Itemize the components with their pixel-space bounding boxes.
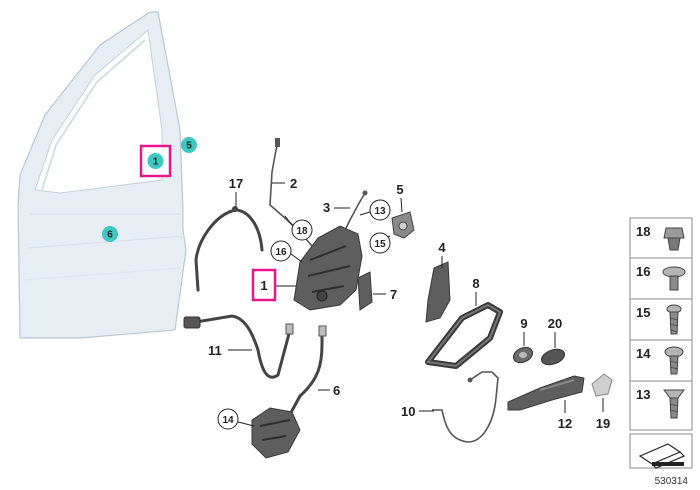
callout-18[interactable]: 18	[284, 215, 313, 241]
callout-14-text: 14	[222, 415, 234, 426]
part-3-rod[interactable]	[345, 190, 368, 229]
door-label-1[interactable]: 1	[139, 144, 172, 178]
clip-nut-icon	[663, 227, 685, 251]
part-lower-actuator[interactable]	[251, 407, 301, 459]
door-panel	[17, 11, 187, 339]
callout-9[interactable]: 9	[520, 316, 528, 346]
callout-11-text: 11	[208, 343, 222, 358]
legend-row-18-text: 18	[636, 224, 650, 239]
part-1-lock[interactable]	[293, 225, 363, 311]
callout-3[interactable]: 3	[323, 200, 350, 215]
callout-8-text: 8	[472, 276, 479, 291]
callout-3-text: 3	[323, 200, 330, 215]
callout-19[interactable]: 19	[596, 398, 610, 431]
callout-16-text: 16	[275, 247, 287, 258]
part-10-cable[interactable]	[432, 371, 499, 443]
callout-12-text: 12	[558, 416, 572, 431]
door-label-5-text: 5	[186, 141, 192, 152]
callout-8[interactable]: 8	[472, 276, 480, 306]
callout-17[interactable]: 17	[229, 176, 243, 207]
callout-14[interactable]: 14	[217, 408, 255, 430]
flat-head-screw-icon	[662, 266, 686, 291]
callout-17-text: 17	[229, 176, 243, 191]
part-9-gasket[interactable]	[511, 344, 535, 365]
diagram-reference-number: 530314	[655, 476, 689, 487]
screw-icon	[666, 304, 682, 335]
callout-10-text: 10	[401, 404, 415, 419]
countersunk-screw-icon	[663, 389, 685, 419]
legend-row-16[interactable]: 16	[636, 264, 686, 291]
part-6-cable[interactable]	[286, 325, 327, 420]
callout-7[interactable]: 7	[373, 287, 397, 302]
callout-6-text: 6	[333, 383, 340, 398]
callout-1-text: 1	[260, 278, 267, 293]
legend-row-16-text: 16	[636, 264, 650, 279]
callout-7-text: 7	[390, 287, 397, 302]
flange-screw-icon	[664, 346, 684, 375]
callout-11[interactable]: 11	[208, 343, 252, 358]
arrow-box	[629, 433, 693, 469]
legend-row-15-text: 15	[636, 305, 650, 320]
callout-18-text: 18	[296, 226, 308, 237]
legend-row-15[interactable]: 15	[636, 304, 682, 335]
door-label-5[interactable]: 5	[181, 137, 197, 153]
part-20-gasket[interactable]	[539, 346, 566, 367]
callout-5[interactable]: 5	[396, 182, 404, 213]
legend-row-18[interactable]: 18	[636, 224, 685, 251]
legend-row-14[interactable]: 14	[636, 346, 684, 375]
legend-row-13[interactable]: 13	[636, 387, 685, 419]
callout-19-text: 19	[596, 416, 610, 431]
callout-9-text: 9	[520, 316, 527, 331]
callout-15[interactable]: 15	[369, 232, 391, 254]
part-12-handle[interactable]	[507, 375, 585, 411]
callout-13-text: 13	[374, 206, 386, 217]
callout-15-text: 15	[374, 239, 386, 250]
callout-4-text: 4	[438, 240, 446, 255]
legend-row-13-text: 13	[636, 387, 650, 402]
part-11-cable[interactable]	[183, 314, 294, 379]
callout-20[interactable]: 20	[548, 316, 562, 348]
door-label-1-text: 1	[153, 157, 159, 168]
callout-20-text: 20	[548, 316, 562, 331]
part-4-carrier[interactable]	[425, 261, 451, 323]
callout-6[interactable]: 6	[318, 383, 340, 398]
callout-16[interactable]: 16	[270, 240, 303, 263]
callout-2[interactable]: 2	[272, 176, 297, 191]
callout-1[interactable]: 1	[251, 268, 296, 302]
callout-4[interactable]: 4	[438, 240, 446, 268]
door-label-6[interactable]: 6	[102, 226, 118, 242]
legend-row-14-text: 14	[636, 346, 651, 361]
callout-2-text: 2	[290, 176, 297, 191]
part-7-bracket[interactable]	[357, 271, 373, 311]
callout-13[interactable]: 13	[359, 199, 391, 221]
door-label-6-text: 6	[107, 230, 113, 241]
callout-12[interactable]: 12	[558, 400, 572, 431]
part-5-striker[interactable]	[391, 211, 415, 239]
fastener-legend	[629, 217, 693, 431]
callout-10[interactable]: 10	[401, 404, 434, 419]
part-8-frame[interactable]	[425, 302, 503, 369]
part-17-cable[interactable]	[194, 206, 264, 292]
callout-5-text: 5	[396, 182, 403, 197]
part-19-cap[interactable]	[591, 373, 613, 397]
